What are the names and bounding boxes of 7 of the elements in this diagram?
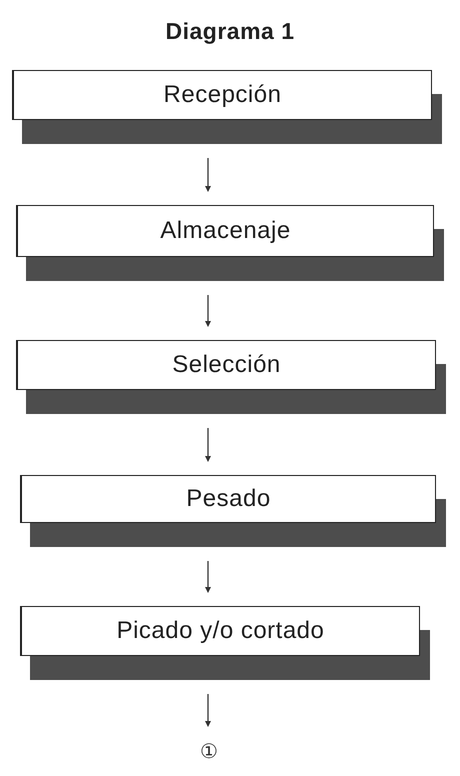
- arrow: [205, 428, 211, 462]
- arrow: [205, 158, 211, 192]
- diagram-title: Diagrama 1: [164, 18, 296, 45]
- connector-marker: ①: [196, 740, 222, 764]
- arrow: [205, 694, 211, 727]
- arrow: [205, 295, 211, 327]
- arrow: [205, 561, 211, 593]
